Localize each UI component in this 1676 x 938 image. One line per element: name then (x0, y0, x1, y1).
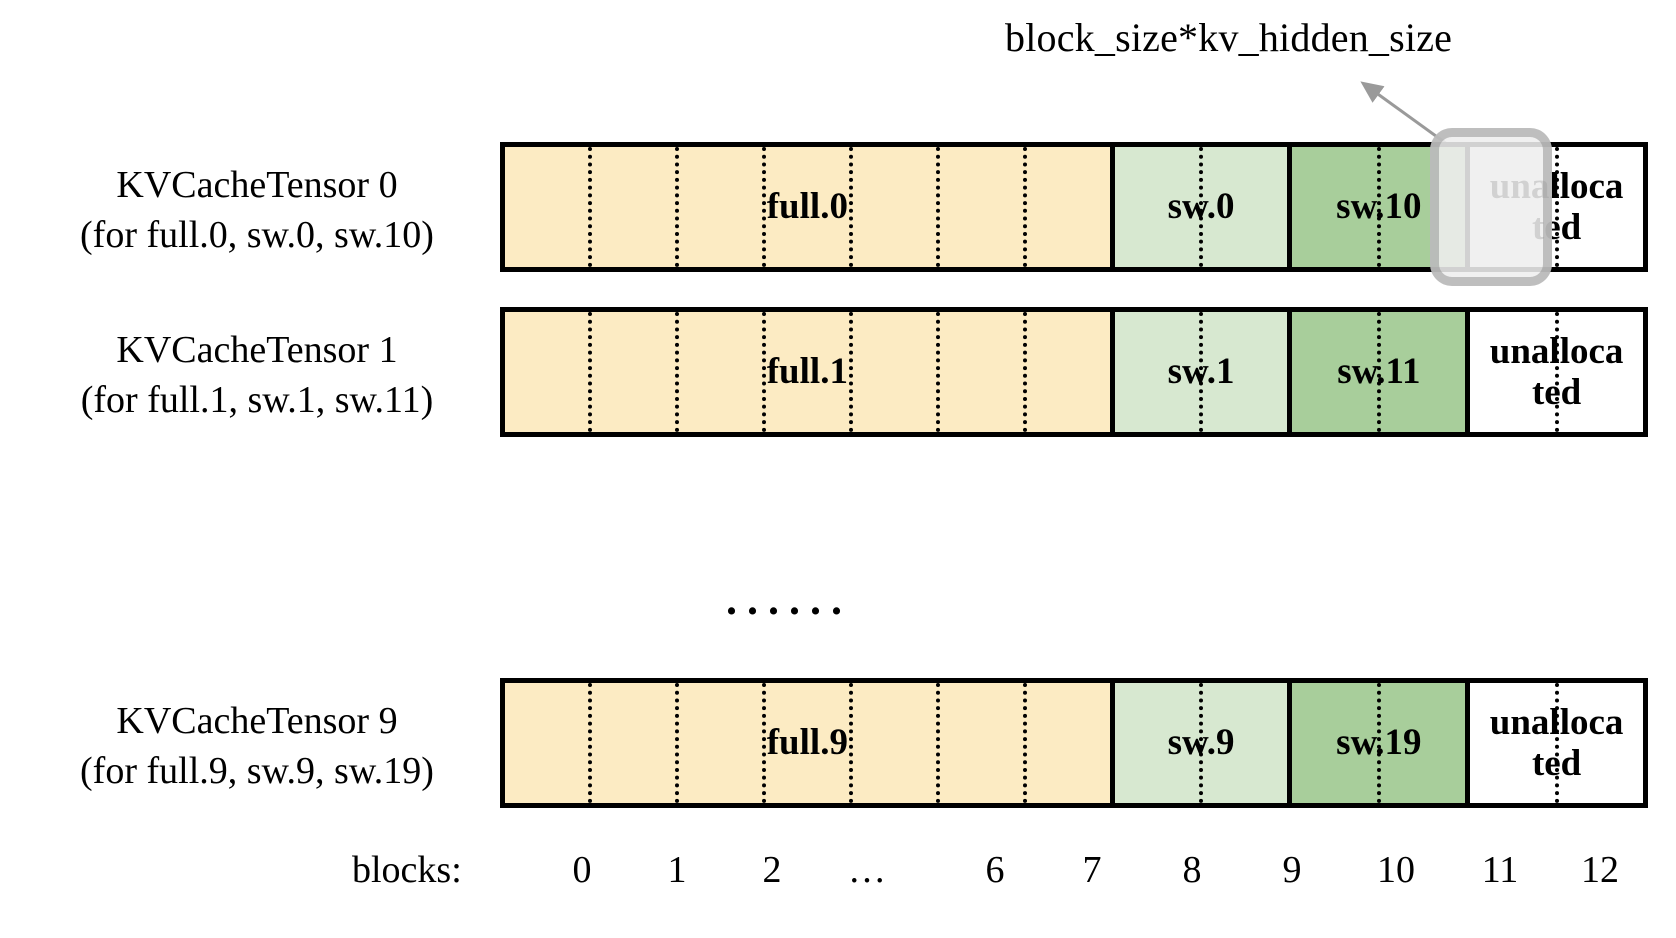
block-dividers (1115, 312, 1288, 432)
axis-tick-9: 9 (1282, 849, 1302, 891)
blocks-axis: blocks: 0 1 2 … 6 7 8 9 10 11 12 (0, 848, 1676, 904)
axis-tick-2: 2 (762, 849, 782, 891)
axis-tick-6: 6 (985, 849, 1005, 891)
segment-label: full.9 (766, 722, 848, 764)
axis-tick-ellipsis: … (848, 849, 886, 891)
block-dividers (505, 147, 1110, 267)
segment-full-0[interactable]: full.0 (505, 147, 1110, 267)
row-label-9-line1: KVCacheTensor 9 (116, 700, 398, 742)
block-dividers (1470, 683, 1643, 803)
segment-full-1[interactable]: full.1 (505, 312, 1110, 432)
block-dividers (505, 683, 1110, 803)
segment-sw-19[interactable]: sw.19 (1287, 683, 1466, 803)
block-dividers (1292, 312, 1465, 432)
segment-sw-0[interactable]: sw.0 (1109, 147, 1288, 267)
segment-label: full.0 (766, 186, 848, 228)
row-label-0: KVCacheTensor 0 (for full.0, sw.0, sw.10… (22, 160, 492, 260)
segment-sw-1[interactable]: sw.1 (1109, 312, 1288, 432)
segment-label: full.1 (766, 351, 848, 393)
block-dividers (1292, 683, 1465, 803)
row-label-1-line2: (for full.1, sw.1, sw.11) (80, 379, 434, 422)
axis-tick-7: 7 (1082, 849, 1102, 891)
axis-tick-12: 12 (1581, 849, 1619, 891)
axis-tick-8: 8 (1182, 849, 1202, 891)
row-label-0-line1: KVCacheTensor 0 (116, 164, 398, 206)
segment-full-9[interactable]: full.9 (505, 683, 1110, 803)
segment-sw-9[interactable]: sw.9 (1109, 683, 1288, 803)
row-label-1-line1: KVCacheTensor 1 (116, 329, 398, 371)
block-dividers (1115, 683, 1288, 803)
block-dividers (505, 312, 1110, 432)
segment-label: sw.0 (1167, 186, 1235, 228)
axis-tick-11: 11 (1481, 849, 1519, 891)
row-label-0-line2: (for full.0, sw.0, sw.10) (80, 214, 434, 257)
segment-sw-11[interactable]: sw.11 (1287, 312, 1466, 432)
block-dividers (1115, 147, 1288, 267)
rows-ellipsis: ...... (726, 575, 852, 624)
segment-label: sw.10 (1336, 186, 1422, 228)
axis-title: blocks: (352, 849, 462, 891)
row-label-1: KVCacheTensor 1 (for full.1, sw.1, sw.11… (22, 325, 492, 425)
highlight-block-11 (1430, 128, 1552, 286)
axis-tick-1: 1 (667, 849, 687, 891)
segment-label: sw.11 (1337, 351, 1421, 393)
segment-label: sw.1 (1167, 351, 1235, 393)
segment-label: sw.9 (1167, 722, 1235, 764)
row-label-9: KVCacheTensor 9 (for full.9, sw.9, sw.19… (22, 696, 492, 796)
axis-tick-0: 0 (572, 849, 592, 891)
block-dividers (1470, 312, 1643, 432)
callout-label: block_size*kv_hidden_size (1005, 15, 1453, 60)
segment-label: sw.19 (1336, 722, 1422, 764)
axis-tick-10: 10 (1377, 849, 1415, 891)
row-label-9-line2: (for full.9, sw.9, sw.19) (80, 750, 434, 793)
